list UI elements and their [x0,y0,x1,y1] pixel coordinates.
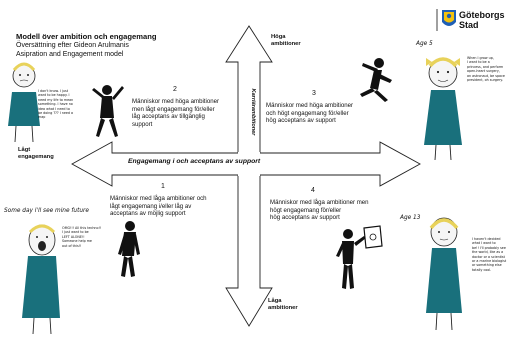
axis-label-horizontal: Engagemang i och acceptans av support [128,158,261,165]
axis-label-bottom: Låga ambitioner [268,298,298,312]
bubble-line: When I grow up, [467,56,494,60]
bubble-line: be!! I'll probably see [472,245,506,250]
bubble-line: Someone help me [62,239,92,244]
bubble-line: want to be happy. I [38,93,70,98]
bubble-line: OMG!!! All this techno!! [62,226,102,230]
silhouette-quadrant-4 [336,225,383,289]
subtitle-translation: Översättning efter Gideon Arulmanis [16,42,129,49]
speech-bubble-bottom-left: OMG!!! All this techno!! I just want to … [62,226,101,248]
girl-figure-top-left [8,62,40,143]
quadrant-1-text: Människor med låga ambitioner och lågt e… [110,195,207,218]
axis-label-left: Lågt engagemang [18,147,54,161]
bubble-line: or something else [472,263,502,268]
axis-label-left-line-2: engagemang [18,154,54,160]
age-13-label: Age 13 [400,215,421,221]
age-5-label: Age 5 [416,41,433,47]
quadrant-3-line: och högt engagemang för/eller [266,109,349,117]
quadrant-4-line: högt engagemang för/eller [270,206,342,214]
axis-label-top-line-1: Höga [271,34,286,40]
bubble-line: I want to be a [467,60,490,65]
bubble-line: doctor or a scientist [472,254,505,259]
logo-line-1: Göteborgs [459,10,505,20]
bubble-line: totally cool. [472,267,492,272]
axis-label-top-line-2: ambitioner [271,41,301,47]
quadrant-3-number: 3 [312,90,316,97]
quadrant-1-line: Människor med låga ambitioner och [110,195,207,202]
bubble-line: an astronaut, be space [467,73,505,78]
some-day-caption: Some day i'll see mine future [4,208,90,214]
girl-figure-age-13 [426,217,462,331]
bubble-line: I don't know. I just [38,89,69,93]
quadrant-2-line: support [132,120,153,128]
logo-line-2: Stad [459,20,479,30]
girl-figure-age-5 [424,57,462,161]
quadrant-1-number: 1 [161,183,165,190]
bubble-line: need my life to mean [38,97,74,102]
bubble-line: the world, like as a [472,250,504,255]
silhouette-quadrant-2 [92,85,124,137]
bubble-line: what I want to [472,241,496,246]
quadrant-4-number: 4 [311,187,315,194]
silhouette-quadrant-3 [360,58,392,102]
speech-bubble-top-right: When I grow up, I want to be a princess,… [467,56,505,82]
bubble-line: I just want to be [62,230,89,235]
quadrant-2-line: Människor med höga ambitioner [132,98,220,105]
quadrant-2-text: Människor med höga ambitioner men lågt e… [132,98,219,128]
quadrant-4-line: Människor med låga ambitioner men [270,199,369,206]
quadrant-2-line: men lågt engagemang för/eller [132,105,215,113]
diagram-title: Modell över ambition och engagemang [16,32,157,41]
bubble-line: something. I have no [38,102,73,107]
bubble-line: be doing ??? I need a [38,111,74,116]
bubble-line: LEFT ALONE!! [62,234,85,239]
quadrant-3-line: Människor med höga ambitioner [266,102,354,109]
bubble-line: idea what I need to [38,106,70,111]
quadrant-4-text: Människor med låga ambitioner men högt e… [270,199,369,222]
quadrant-1-line: lågt engagemang i/eller låg av [110,202,192,210]
speech-bubble-top-left: I don't know. I just want to be happy. I… [38,89,73,120]
speech-bubble-bottom-right: I haven't decided what I want to be!! I'… [472,237,506,272]
silhouette-quadrant-1 [118,221,140,277]
axis-label-top: Höga ambitioner [271,34,301,48]
bubble-line: out of this!! [62,243,82,248]
subtitle-model: Asipration and Engagement model [16,51,124,58]
bubble-line: open-heart surgery, [467,69,500,74]
axis-label-left-line-1: Lågt [18,147,31,153]
bubble-line: princess, and perform [467,64,504,69]
bubble-line: map [38,115,46,120]
bubble-line: president, oh surgery. [467,78,503,83]
quadrant-1-line: acceptans av möjlig support [110,210,186,218]
quadrant-3-text: Människor med höga ambitioner och högt e… [266,102,353,125]
bubble-line: or a marine biologist [472,259,507,264]
quadrant-2-line: låg acceptans av tillgänglig [132,113,205,121]
quadrant-4-line: hög acceptans av support [270,214,340,222]
axis-label-bottom-line-1: Låga [268,298,282,304]
quadrant-2-number: 2 [173,86,177,93]
bubble-line: I haven't decided [472,237,501,241]
girl-figure-bottom-left [22,224,60,335]
axis-label-bottom-line-2: ambitioner [268,305,298,311]
logo-text: Göteborgs Stad [459,10,505,30]
quadrant-3-line: hög acceptans av support [266,117,336,125]
goteborg-logo-icon [436,9,456,31]
axis-label-vertical: Karriärambitioner [250,88,256,136]
